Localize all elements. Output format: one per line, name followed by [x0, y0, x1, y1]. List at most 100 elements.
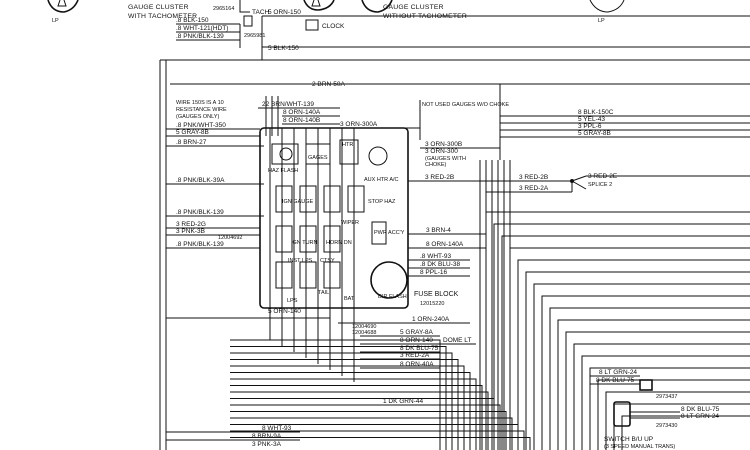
wire-red2g: 3 RED-2G [176, 221, 206, 228]
label-inst-lps: INST LPS [288, 258, 313, 264]
part-number-2965981: 2965981 [244, 33, 265, 39]
gauge-cluster-without-tach: CLOCK GAUGE CLUSTER WITHOUT TACHOMETER L… [303, 0, 625, 31]
label-bat: BAT [344, 296, 355, 302]
wire-brn27: .8 BRN-27 [176, 139, 207, 146]
bundle-wire [613, 403, 750, 450]
wire-gray8b-left: 5 GRAY-8B [176, 129, 209, 136]
part-2973437: 2973437 [656, 394, 677, 400]
bundle-wire [565, 331, 750, 450]
bundle-wire [525, 271, 750, 450]
fuse-block-part: 12015220 [420, 301, 444, 307]
wire-dkgrn44: 1 DK GRN-44 [383, 398, 423, 405]
wire-brn50a: 2 BRN-50A [312, 81, 346, 88]
bundle-wire [230, 417, 513, 450]
bundle-wire [589, 367, 750, 450]
tach-label: TACH [252, 9, 270, 16]
note-resistance-3: (GAUGES ONLY) [176, 114, 219, 120]
center-wires: 3 ORN-300A NOT USED GAUGES W/O CHOKE 3 O… [330, 100, 509, 406]
wire-dkblu75-switch: 8 DK BLU-75 [681, 406, 720, 413]
wire-gray8a: 5 GRAY-8A [400, 329, 434, 336]
fuse-block: HAZ FLASH HTR GAGES IGN GAUGE AUX HTR A/… [259, 127, 459, 309]
wire-wht93-bottom: 8 WHT-93 [262, 425, 292, 432]
label-pwr-acc: PWR ACC'Y [374, 230, 405, 236]
wire-yel43: 5 YEL-43 [578, 116, 605, 123]
part-12004688: 12004688 [352, 330, 376, 336]
clock-connector [305, 19, 319, 31]
wire-orn140a-center: 8 ORN-140A [426, 241, 464, 248]
label-dome-lt: DOME LT [443, 337, 471, 344]
wire-pnkblk39a: .8 PNK/BLK-39A [176, 177, 225, 184]
label-ign-gauge: IGN GAUGE [282, 199, 314, 205]
wire-ltgrn24: 8 LT GRN-24 [599, 369, 637, 376]
wire-red2a-right: 3 RED-2A [519, 185, 549, 192]
wire-blk150-top: 5 BLK-150 [268, 45, 299, 52]
bundle-wire [557, 319, 750, 450]
wire-pnkblk139-mid: .8 PNK/BLK-139 [176, 209, 224, 216]
wire-orn140-left: 5 ORN-140 [268, 308, 301, 315]
part-12004692: 12004692 [218, 235, 242, 241]
bundle-wire [230, 339, 441, 450]
wire-orn240a: 1 ORN-240A [412, 316, 450, 323]
wire-ppl16: 8 PPL-16 [420, 269, 447, 276]
top-wires: 5 ORN-150 .8 BLK-150 .8 WHT-121(HDT) .8 … [160, 9, 750, 61]
tach-connector [243, 15, 253, 27]
bottom-wires: 8 WHT-93 8 BRN-9A 3 PNK-3A [166, 425, 300, 448]
wire-orn150-top: 5 ORN-150 [268, 9, 301, 16]
fuse-htr [339, 139, 359, 165]
label-splice-2: SPLICE 2 [588, 182, 612, 188]
wire-bundle [230, 96, 750, 450]
bundle-wire [501, 235, 750, 450]
dir-flash-can [370, 261, 408, 299]
wire-blk150c: 8 BLK-150C [578, 109, 614, 116]
connector-2973437 [639, 379, 653, 391]
lp-right-label: LP [598, 18, 605, 24]
wire-orn140b: 8 ORN-140B [283, 117, 320, 124]
fuse-block-title: FUSE BLOCK [414, 291, 459, 298]
bundle-wire [581, 355, 750, 450]
wire-wht93-center: .8 WHT-93 [420, 253, 451, 260]
wire-orn300a: 3 ORN-300A [340, 121, 378, 128]
bundle-wire [517, 259, 750, 450]
wire-dkblu75-center: 8 DK BLU-75 [400, 345, 439, 352]
wire-red2a-center: 3 RED-2A [400, 352, 430, 359]
bundle-wire [230, 365, 465, 450]
label-haz-flash: HAZ FLASH [268, 168, 298, 174]
bundle-wire [573, 343, 750, 450]
wire-orn300: 3 ORN-300 [425, 148, 458, 155]
bundle-wire [230, 385, 483, 450]
wire-orn140a-left: 8 ORN-140A [283, 109, 321, 116]
bundle-wire [230, 404, 501, 450]
label-ign-turn: IGN TURN [291, 240, 318, 246]
cluster-tach-title: GAUGE CLUSTER [128, 4, 189, 11]
wire-gray8b-right: 5 GRAY-8B [578, 130, 611, 137]
bundle-wire [230, 437, 531, 450]
label-horn-dn: HORN DN [326, 240, 352, 246]
bundle-wire [597, 379, 750, 450]
wire-pnk3a: 3 PNK-3A [252, 441, 282, 448]
note-not-used: NOT USED GAUGES W/O CHOKE [422, 102, 509, 108]
bundle-wire [230, 398, 495, 450]
fuse-haz [271, 143, 299, 165]
label-auxhtr: AUX HTR A/C [364, 177, 399, 183]
note-gauges-choke-1: (GAUGES WITH [425, 156, 466, 162]
clock-label: CLOCK [322, 23, 345, 30]
label-wiper: WIPER [341, 220, 359, 226]
wire-pnkblk139-low: .8 PNK/BLK-139 [176, 241, 224, 248]
part-number-2965164: 2965164 [213, 6, 234, 12]
wire-ppl6: 3 PPL-6 [578, 123, 602, 130]
bundle-wire [230, 346, 447, 450]
bundle-wire [541, 295, 750, 450]
label-dir-flash: DIR FLASH [378, 294, 407, 300]
label-lps: LPS [287, 298, 298, 304]
switch-label-1: SWITCH B/U UP [604, 436, 653, 443]
label-tail: TAIL [318, 290, 329, 296]
wire-dkblu38: .8 DK BLU-38 [420, 261, 460, 268]
label-ctsy: CTSY [320, 258, 335, 264]
note-resistance-1: WIRE 150S IS A 10 [176, 100, 224, 106]
cluster-notach-title: GAUGE CLUSTER [383, 4, 444, 11]
switch-label-2: (3 SPEED MANUAL TRANS) [604, 444, 675, 450]
wire-red2b-right: 3 RED-2B [519, 174, 548, 181]
bundle-wire [230, 359, 459, 450]
note-resistance-2: RESISTANCE WIRE [176, 107, 227, 113]
